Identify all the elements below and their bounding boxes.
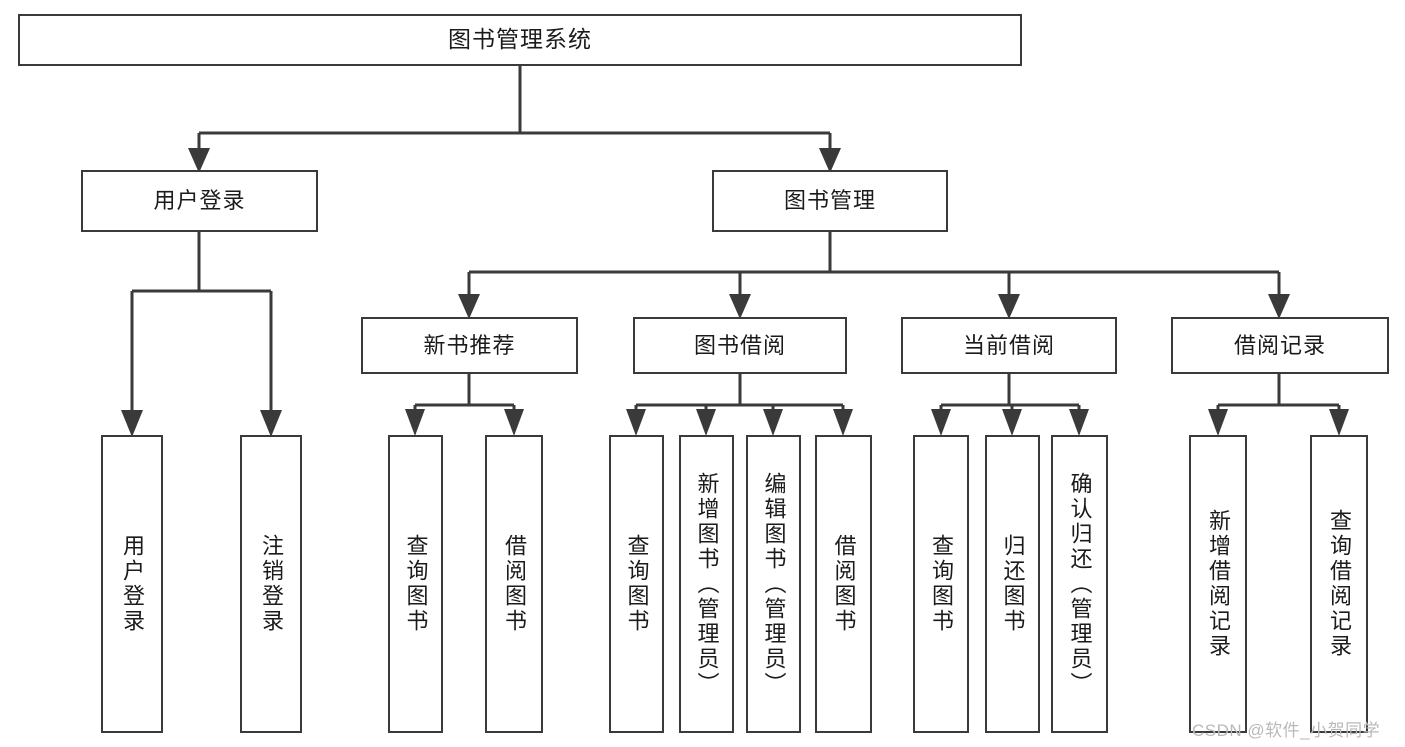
node-leaf-query-book-2[interactable]: 查询图书: [609, 435, 664, 733]
node-label: 借阅记录: [1233, 332, 1326, 358]
node-book-manage[interactable]: 图书管理: [712, 170, 948, 232]
node-label: 注销登录: [259, 534, 284, 634]
node-label: 查询图书: [929, 534, 954, 634]
node-new-book-recommend[interactable]: 新书推荐: [361, 317, 578, 374]
node-label: 新增借阅记录: [1206, 509, 1231, 659]
node-label: 确认归还（管理员）: [1067, 471, 1093, 697]
node-label: 用户登录: [120, 534, 145, 634]
node-label: 图书借阅: [693, 332, 786, 358]
node-leaf-edit-book[interactable]: 编辑图书（管理员）: [746, 435, 801, 733]
node-user-login[interactable]: 用户登录: [81, 170, 318, 232]
node-leaf-query-borrow-record[interactable]: 查询借阅记录: [1310, 435, 1368, 733]
node-label: 图书管理系统: [448, 26, 592, 53]
node-leaf-logout[interactable]: 注销登录: [240, 435, 302, 733]
node-leaf-user-login[interactable]: 用户登录: [101, 435, 163, 733]
node-leaf-query-book-3[interactable]: 查询图书: [913, 435, 969, 733]
csdn-watermark: CSDN @软件_小贺同学: [1192, 721, 1381, 740]
node-current-borrow[interactable]: 当前借阅: [901, 317, 1117, 374]
node-leaf-borrow-book-1[interactable]: 借阅图书: [485, 435, 543, 733]
node-leaf-add-borrow-record[interactable]: 新增借阅记录: [1189, 435, 1247, 733]
node-label: 编辑图书（管理员）: [761, 471, 787, 697]
node-label: 借阅图书: [502, 534, 527, 634]
node-label: 当前借阅: [962, 332, 1055, 358]
node-leaf-query-book-1[interactable]: 查询图书: [388, 435, 443, 733]
node-label: 图书管理: [783, 188, 876, 214]
node-label: 查询图书: [624, 534, 650, 634]
node-borrow-record[interactable]: 借阅记录: [1171, 317, 1389, 374]
node-leaf-borrow-book-2[interactable]: 借阅图书: [815, 435, 872, 733]
node-leaf-confirm-return[interactable]: 确认归还（管理员）: [1051, 435, 1108, 733]
node-label: 借阅图书: [831, 534, 857, 634]
node-label: 查询图书: [403, 534, 429, 634]
node-label: 归还图书: [1000, 534, 1026, 634]
node-book-management-system[interactable]: 图书管理系统: [18, 14, 1022, 66]
node-label: 用户登录: [153, 188, 246, 214]
node-leaf-return-book[interactable]: 归还图书: [985, 435, 1040, 733]
node-label: 查询借阅记录: [1327, 509, 1352, 659]
node-book-borrow[interactable]: 图书借阅: [633, 317, 847, 374]
node-leaf-add-book[interactable]: 新增图书（管理员）: [679, 435, 734, 733]
node-label: 新增图书（管理员）: [694, 471, 720, 697]
node-label: 新书推荐: [423, 332, 516, 358]
